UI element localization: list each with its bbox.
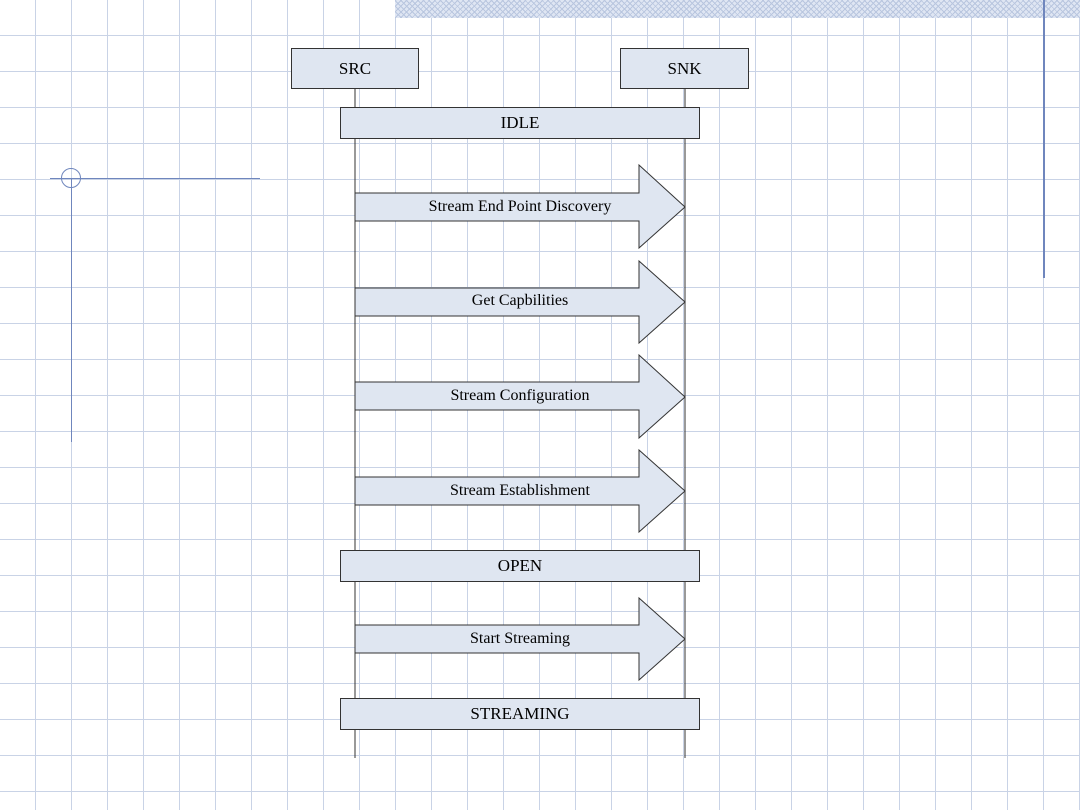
message-arrow-discovery (354, 163, 686, 250)
message-label-establishment: Stream Establishment (450, 482, 590, 499)
snk-actor-box: SNK (620, 48, 749, 89)
src-actor-box: SRC (291, 48, 419, 89)
decorative-vertical-line (71, 178, 72, 442)
state-streaming-label: STREAMING (470, 704, 570, 723)
decorative-horizontal-line (50, 178, 260, 179)
state-idle-box: IDLE (340, 107, 700, 139)
state-idle-label: IDLE (500, 113, 540, 132)
message-label-start-streaming: Start Streaming (470, 630, 570, 647)
message-arrow-establishment (354, 448, 686, 534)
message-label-discovery: Stream End Point Discovery (428, 198, 612, 215)
decorative-pattern-band (395, 0, 1080, 18)
message-arrow-capabilities (354, 259, 686, 345)
decorative-vertical-line (1043, 0, 1045, 278)
state-open-box: OPEN (340, 550, 700, 582)
message-label-configuration: Stream Configuration (450, 387, 590, 404)
src-actor-label: SRC (338, 58, 372, 78)
decorative-circle (61, 168, 81, 188)
state-open-label: OPEN (497, 556, 543, 575)
message-label-capabilities: Get Capbilities (471, 292, 569, 309)
message-arrow-configuration (354, 353, 686, 440)
snk-actor-label: SNK (667, 58, 702, 78)
state-streaming-box: STREAMING (340, 698, 700, 730)
message-arrow-start-streaming (354, 596, 686, 682)
